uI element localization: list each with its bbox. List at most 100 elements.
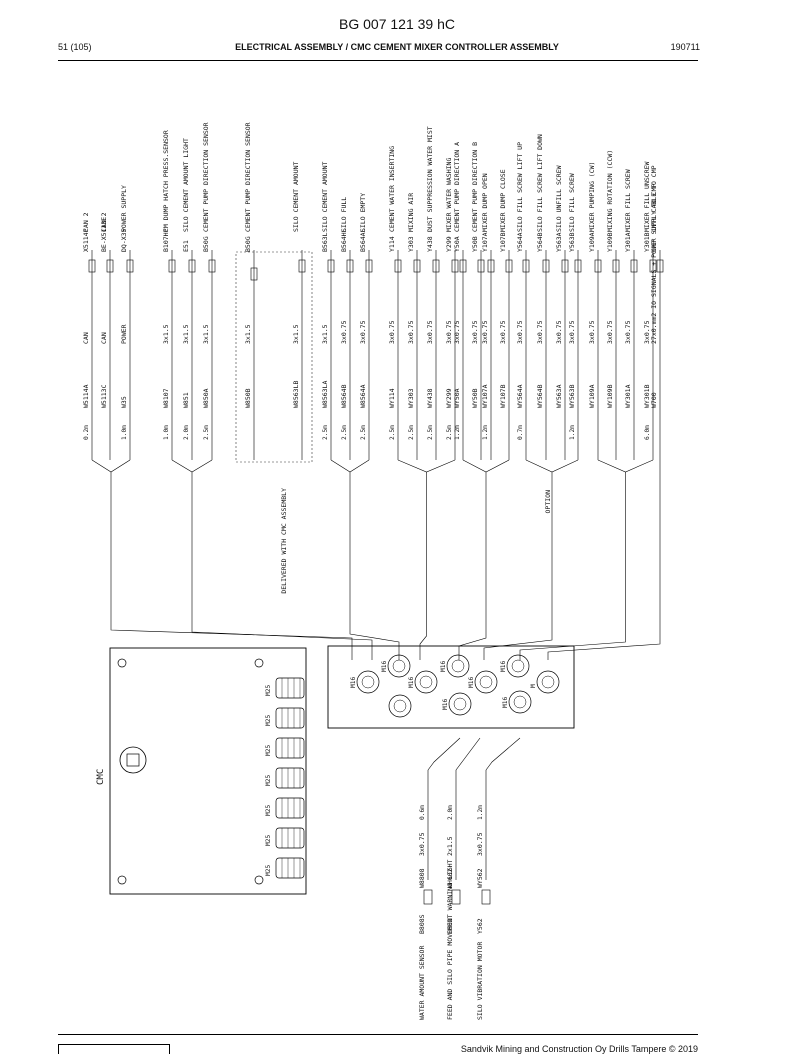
wire-connector: [612, 259, 620, 273]
wire-connector: [656, 259, 664, 273]
cable-gland: [275, 677, 305, 699]
wire-id: WY563A: [555, 384, 563, 408]
wire-connector: [250, 267, 258, 281]
bundle-route: [191, 472, 373, 660]
connector-id: Y301A: [624, 232, 632, 252]
wire-id: WY438: [426, 388, 434, 408]
wire-id: WY50A: [453, 388, 461, 408]
wire-connector: [505, 259, 513, 273]
wire-spec: 3x0.75: [588, 320, 596, 344]
wire-description: CNTL CABLE TO CMP: [650, 165, 658, 232]
wire-id: W8564A: [359, 384, 367, 408]
connector-id: Y299: [445, 236, 453, 252]
footer-copyright: Sandvik Mining and Construction Oy Drill…: [460, 1044, 698, 1054]
wire-length: 2.5m: [360, 425, 367, 440]
wire-bundle: [525, 459, 579, 473]
wire-spec: POWER: [120, 324, 128, 344]
wire-id: WY564A: [516, 384, 524, 408]
wire-description: CAN 2: [100, 212, 108, 232]
wire-length: 1.2m: [477, 805, 484, 820]
gland-size: M16: [381, 661, 388, 672]
wire-connector: [432, 259, 440, 273]
wire-id: W8563LB: [292, 381, 300, 408]
wire-description: SILO VIBRATION MOTOR: [476, 942, 484, 1020]
gland-size: M16: [468, 677, 475, 688]
wire-id: W35: [120, 396, 128, 408]
wire-spec: 3x0.75: [624, 320, 632, 344]
wire-connector: [481, 889, 491, 905]
wire-id: W850B: [244, 388, 252, 408]
wire-bundle: [91, 459, 131, 473]
wire-connector: [477, 259, 485, 273]
wire-length: 2.5m: [389, 425, 396, 440]
wire-id: WY107B: [499, 384, 507, 408]
gland-size: M25: [265, 775, 272, 786]
wire-spec: 3x0.75: [418, 832, 426, 856]
panel-gland: [356, 670, 380, 694]
gland-size: M16: [350, 677, 357, 688]
gland-size: M16: [500, 661, 507, 672]
gland-insert: [511, 659, 525, 673]
bundle-route: [519, 472, 626, 660]
panel-gland: [387, 654, 411, 678]
wire-bundle: [597, 459, 654, 473]
wire-connector: [423, 889, 433, 905]
wire-spec: 27x0.mm2 IO SIGNALS + POWER SUPPLY TO CM…: [650, 183, 658, 344]
header-rule: [58, 60, 698, 61]
wire-description: CEMENT PUMP DIRECTION A: [453, 142, 461, 232]
connector-id: X5114P: [82, 228, 90, 252]
bundle-route: [455, 737, 481, 771]
wire-description: POWER SUPPLY: [120, 185, 128, 232]
option-note: OPTION: [544, 490, 552, 514]
gland-insert: [541, 675, 555, 689]
wire-description: SILO FILL SCREW LIFT DOWN: [536, 134, 544, 232]
wire-id: WY299: [445, 388, 453, 408]
wire-connector: [88, 259, 96, 273]
wire-id: WY301A: [624, 384, 632, 408]
connector-id: Y563B: [568, 232, 576, 252]
screw-tr: [254, 658, 264, 668]
wire-length: 1.0m: [121, 425, 128, 440]
wire-id: W700: [650, 392, 658, 408]
wire-spec: 3x0.75: [516, 320, 524, 344]
wire-spec: 3x1.5: [292, 324, 300, 344]
wire-spec: 3x1.5: [202, 324, 210, 344]
wire-connector: [365, 259, 373, 273]
connector-id: Y301B: [643, 232, 651, 252]
wire-description: CAN 2: [82, 212, 90, 232]
wire-length: 0.2m: [83, 425, 90, 440]
wire-id: WY50B: [471, 388, 479, 408]
wire-connector: [451, 889, 461, 905]
cmc-label: CMC: [96, 769, 106, 785]
connector-id: Y109B: [606, 232, 614, 252]
page-title: ELECTRICAL ASSEMBLY / CMC CEMENT MIXER C…: [235, 42, 559, 52]
wire-spec: 3x0.75: [453, 320, 461, 344]
wire-id: W851: [182, 392, 190, 408]
panel-gland: [474, 670, 498, 694]
wire-description: SILO EMPTY: [359, 193, 367, 232]
connector-id: B107HP: [162, 228, 170, 252]
gland-size: M25: [265, 835, 272, 846]
wire-connector: [594, 259, 602, 273]
wire-length: 0.7m: [517, 425, 524, 440]
wire-spec: 3x1.5: [182, 324, 190, 344]
connector-id: DQ-X35: [120, 228, 128, 252]
panel-gland: [506, 654, 530, 678]
wire-spec: CAN: [82, 332, 90, 344]
wire-spec: CAN: [100, 332, 108, 344]
bundle-route: [427, 737, 461, 771]
bundle-route: [419, 472, 427, 660]
wire-length: 2.5m: [427, 425, 434, 440]
wire-description: MIXING AIR: [407, 193, 415, 232]
panel-gland: [414, 670, 438, 694]
wire-id: WY107A: [481, 384, 489, 408]
cable-gland: [275, 707, 305, 729]
wire-id: WY114: [388, 388, 396, 408]
wire-description: MIXER DUMP OPEN: [481, 173, 489, 232]
gland-insert: [513, 695, 527, 709]
gland-insert: [451, 659, 465, 673]
gland-insert: [392, 659, 406, 673]
wire-connector: [574, 259, 582, 273]
